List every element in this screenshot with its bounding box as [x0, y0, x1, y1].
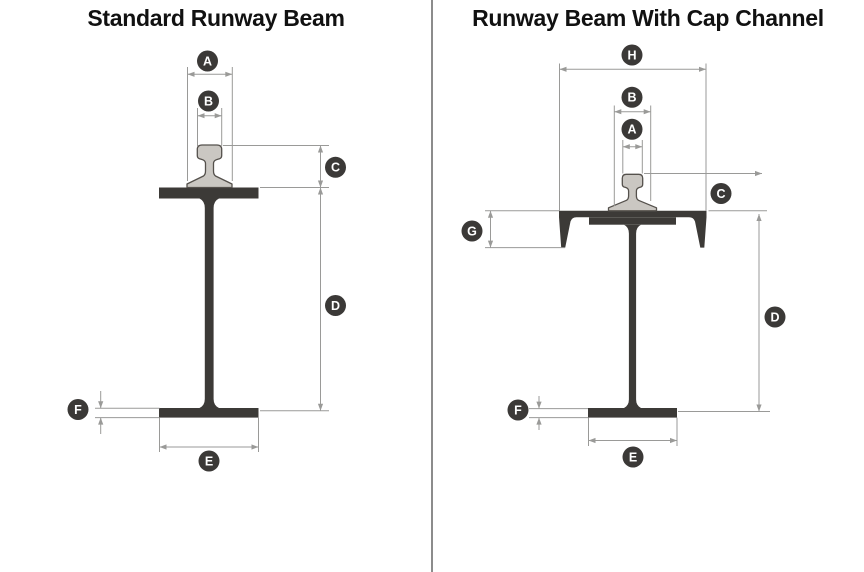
svg-text:C: C [331, 161, 340, 175]
svg-text:D: D [770, 310, 779, 324]
beam-bottom-flange [588, 408, 677, 418]
dim-label-a: A [197, 50, 218, 72]
dim-label-f: F [507, 399, 529, 421]
i-beam-section [588, 217, 677, 418]
left-panel-title: Standard Runway Beam [87, 5, 345, 31]
svg-text:C: C [716, 187, 725, 201]
label-circle-d [325, 295, 346, 316]
beam-web [624, 224, 641, 408]
cap-channel-section [559, 210, 707, 248]
i-beam-section [159, 187, 259, 418]
standard-runway-beam-drawing: A B C [67, 50, 346, 472]
dimension-b-lines [613, 105, 652, 206]
svg-text:A: A [203, 54, 212, 68]
svg-text:G: G [467, 224, 477, 238]
svg-text:E: E [205, 454, 213, 468]
dimension-g-lines [485, 210, 565, 249]
dimension-a-lines [622, 140, 643, 174]
right-panel-title: Runway Beam With Cap Channel [472, 5, 824, 31]
dim-label-h: H [621, 44, 643, 66]
beam-web [199, 198, 219, 408]
dim-label-g: G [461, 220, 483, 242]
dimension-c-lines [644, 170, 767, 212]
label-circle-c [325, 156, 346, 178]
panel-divider-line [431, 0, 433, 572]
label-circle-e [622, 446, 644, 468]
label-circle-e [198, 450, 220, 472]
dim-label-b: B [198, 90, 219, 112]
dimension-f-lines [95, 391, 160, 434]
crane-rail-section [186, 144, 233, 189]
dim-label-e: E [198, 450, 220, 472]
standard-runway-beam-panel: Standard Runway Beam [67, 5, 346, 472]
dimension-e-lines [588, 417, 678, 446]
dim-label-d: D [764, 306, 786, 328]
svg-text:F: F [74, 403, 82, 417]
dimension-d-lines [678, 214, 770, 412]
svg-text:B: B [627, 91, 636, 105]
cap-channel-beam-drawing: H B A [461, 44, 786, 468]
dim-label-e: E [622, 446, 644, 468]
label-circle-d [764, 306, 786, 328]
dimension-e-lines [159, 417, 259, 452]
beam-top-flange [159, 187, 259, 199]
label-circle-f [507, 399, 529, 421]
dimension-d-lines [260, 187, 329, 412]
cap-channel-beam-panel: Runway Beam With Cap Channel H [432, 0, 864, 572]
dimension-c-lines [223, 145, 329, 188]
svg-text:E: E [629, 450, 637, 464]
dim-label-c: C [325, 156, 346, 178]
dimension-f-lines [529, 396, 588, 430]
label-circle-h [621, 44, 643, 66]
svg-text:B: B [204, 94, 213, 108]
svg-text:F: F [514, 403, 522, 417]
dim-label-b: B [621, 86, 643, 108]
dimension-a-lines [187, 67, 233, 181]
dimension-b-lines [197, 108, 223, 146]
label-circle-f [67, 399, 89, 420]
label-circle-b [621, 86, 643, 108]
label-circle-g [461, 220, 483, 242]
svg-text:D: D [331, 299, 340, 313]
label-circle-b [198, 90, 219, 112]
dim-label-c: C [710, 183, 732, 204]
dim-label-a: A [621, 118, 643, 140]
label-circle-a [621, 118, 643, 140]
dim-label-d: D [325, 295, 346, 316]
dimension-h-lines [559, 63, 707, 211]
svg-text:A: A [627, 123, 636, 137]
dim-label-f: F [67, 399, 89, 420]
label-circle-c [710, 183, 732, 204]
beam-top-flange [589, 217, 676, 225]
crane-rail-section [607, 173, 658, 212]
svg-text:H: H [627, 48, 636, 62]
beam-bottom-flange [159, 408, 259, 418]
label-circle-a [197, 50, 218, 72]
